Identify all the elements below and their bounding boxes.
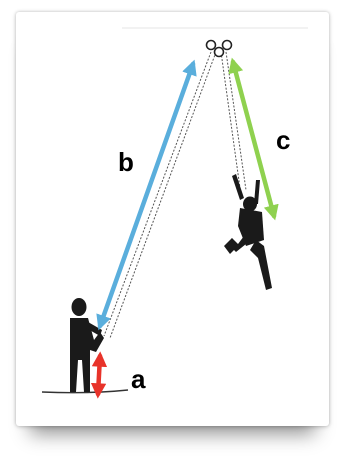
arrow-a — [90, 351, 108, 399]
label-a: a — [131, 364, 146, 394]
label-c: c — [276, 125, 290, 155]
arrow-b — [96, 59, 197, 331]
label-b: b — [118, 147, 134, 177]
anchor-pulley-icon — [205, 39, 233, 58]
belayer-figure — [70, 298, 104, 392]
arrow-c — [228, 57, 279, 221]
ground-line — [41, 389, 129, 394]
climber-figure — [224, 174, 272, 290]
rope — [103, 51, 247, 339]
